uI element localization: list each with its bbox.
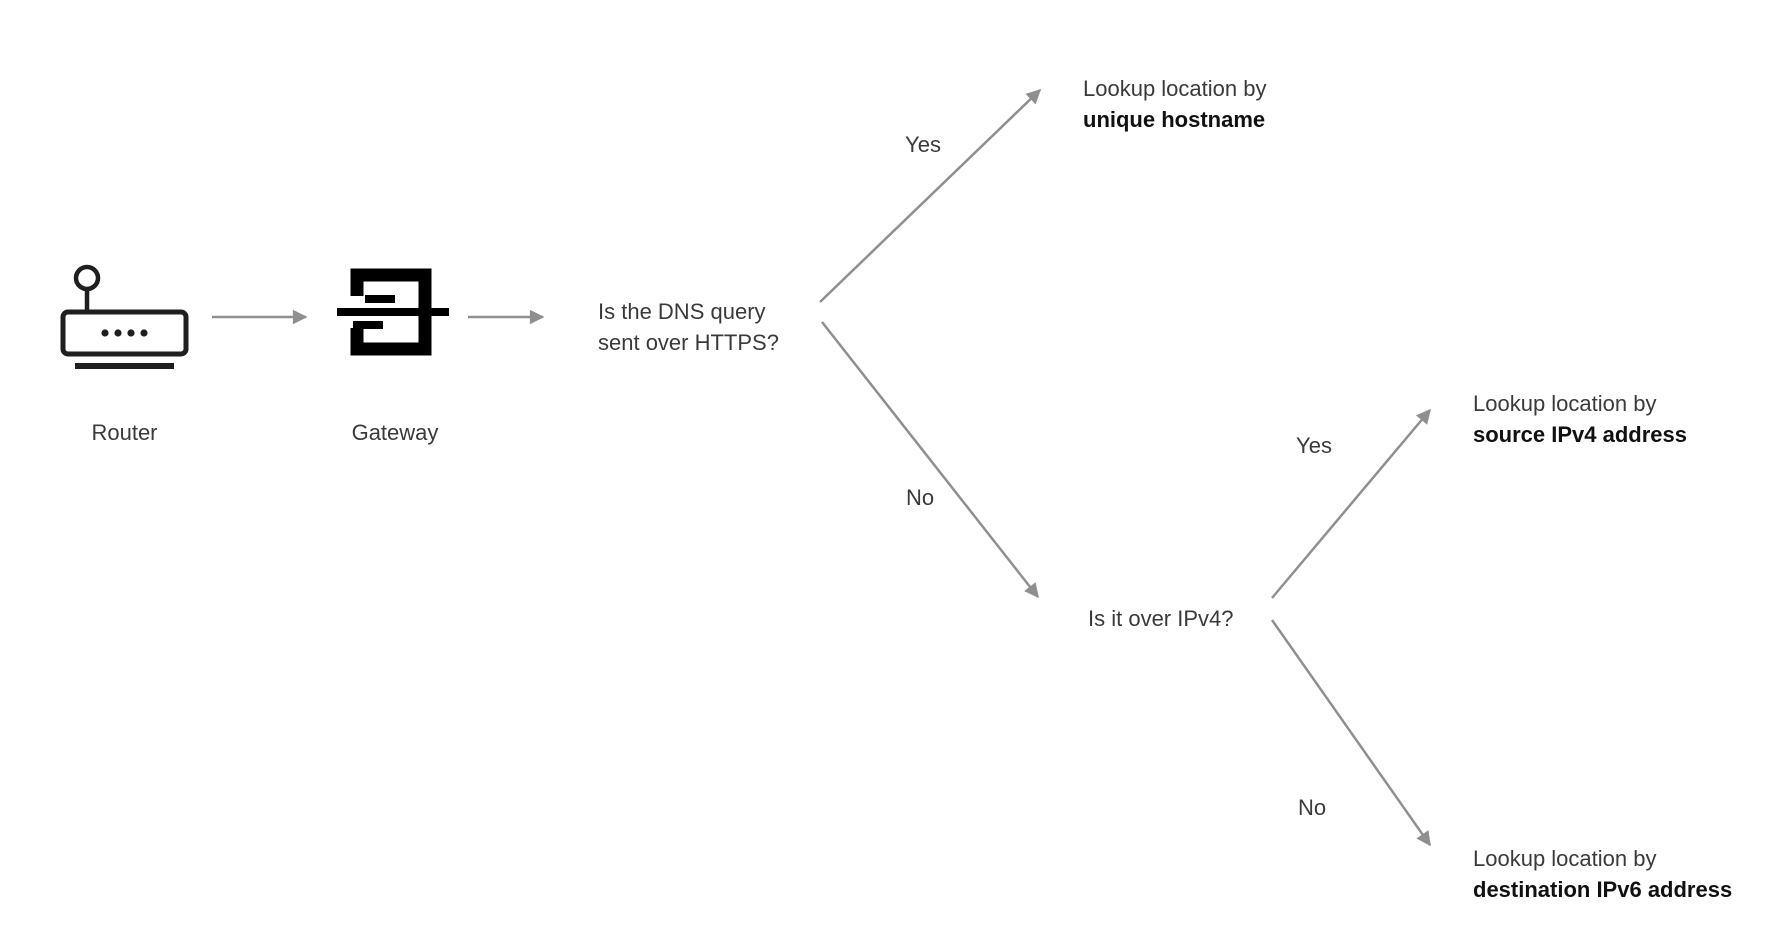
edge-label-ipv4-yes: Yes [1296, 433, 1332, 458]
question-dns-https-line2: sent over HTTPS? [598, 330, 779, 355]
gateway-label: Gateway [351, 420, 439, 445]
router-icon [60, 264, 189, 369]
edge-label-ipv4-no: No [1297, 795, 1327, 820]
edge-label-https-no: No [905, 485, 935, 510]
edge-https-no [821, 321, 1039, 599]
edge-ipv4-no [1270, 619, 1432, 847]
outcome-source-ipv4-line1: Lookup location by [1473, 391, 1657, 416]
outcome-unique-hostname-line2: unique hostname [1083, 107, 1266, 132]
outcome-unique-hostname: Lookup location by unique hostname [1083, 73, 1266, 135]
gateway-icon [337, 268, 449, 356]
router-label: Router [91, 420, 158, 445]
question-dns-https-line1: Is the DNS query [598, 299, 766, 324]
outcome-destination-ipv6: Lookup location by destination IPv6 addr… [1473, 843, 1732, 905]
outcome-source-ipv4: Lookup location by source IPv4 address [1473, 388, 1687, 450]
outcome-source-ipv4-line2: source IPv4 address [1473, 422, 1688, 447]
outcome-destination-ipv6-line2: destination IPv6 address [1473, 877, 1733, 902]
question-over-ipv4: Is it over IPv4? [1088, 606, 1234, 631]
edge-https-yes [819, 88, 1042, 303]
edge-label-https-yes: Yes [905, 132, 941, 157]
question-dns-https: Is the DNS query sent over HTTPS? [598, 296, 779, 358]
outcome-unique-hostname-line1: Lookup location by [1083, 76, 1267, 101]
edge-ipv4-yes [1271, 408, 1431, 599]
outcome-destination-ipv6-line1: Lookup location by [1473, 846, 1657, 871]
